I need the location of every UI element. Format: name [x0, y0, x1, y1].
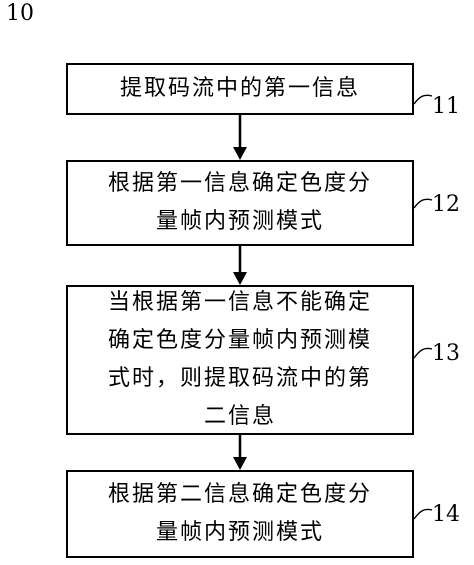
leader-14 [413, 508, 433, 520]
arrow-2-3-head [233, 272, 247, 285]
arrow-1-2-head [233, 147, 247, 160]
leader-11 [413, 94, 433, 105]
leader-12 [413, 198, 433, 209]
figure-number: 10 [6, 1, 34, 26]
step-box-1: 提取码流中的第一信息 [66, 63, 414, 115]
step-2-line-1: 根据第一信息确定色度分 [107, 171, 372, 196]
step-3-label: 13 [432, 341, 460, 366]
step-box-3: 当根据第一信息不能确定 确定色度分量帧内预测模 式时，则提取码流中的第 二信息 [66, 285, 414, 435]
step-2-line-2: 量帧内预测模式 [155, 209, 324, 234]
step-1-label: 11 [432, 94, 460, 119]
leader-13 [413, 347, 433, 359]
step-3-line-3: 式时，则提取码流中的第 [107, 366, 372, 391]
step-4-line-2: 量帧内预测模式 [155, 520, 324, 545]
step-3-line-1: 当根据第一信息不能确定 [107, 290, 372, 315]
step-3-line-4: 二信息 [203, 404, 276, 429]
arrow-3-4-head [233, 457, 247, 470]
step-3-line-2: 确定色度分量帧内预测模 [107, 328, 372, 353]
step-box-4: 根据第二信息确定色度分 量帧内预测模式 [66, 470, 414, 558]
step-2-label: 12 [432, 192, 460, 217]
step-4-line-1: 根据第二信息确定色度分 [107, 482, 372, 507]
step-box-2: 根据第一信息确定色度分 量帧内预测模式 [66, 160, 414, 246]
step-1-line-1: 提取码流中的第一信息 [119, 76, 360, 101]
step-4-label: 14 [432, 502, 460, 527]
